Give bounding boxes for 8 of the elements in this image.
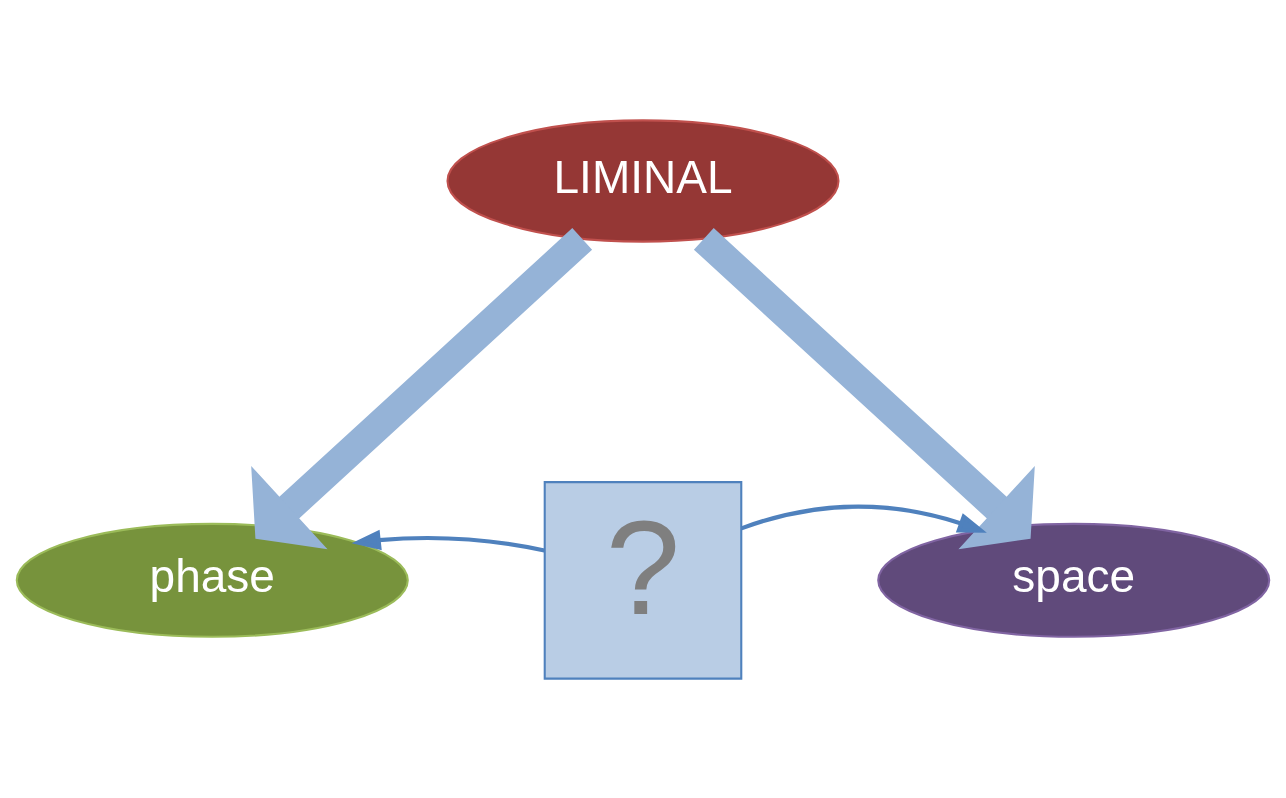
node-ellipse: phase: [15, 522, 409, 638]
arrow: [351, 529, 545, 552]
node-ellipse: LIMINAL: [446, 118, 840, 243]
arrow: [251, 227, 593, 549]
arrow: [740, 504, 987, 533]
node-ellipse: space: [877, 522, 1271, 638]
node-box: ?: [543, 480, 743, 680]
arrow: [693, 227, 1035, 549]
